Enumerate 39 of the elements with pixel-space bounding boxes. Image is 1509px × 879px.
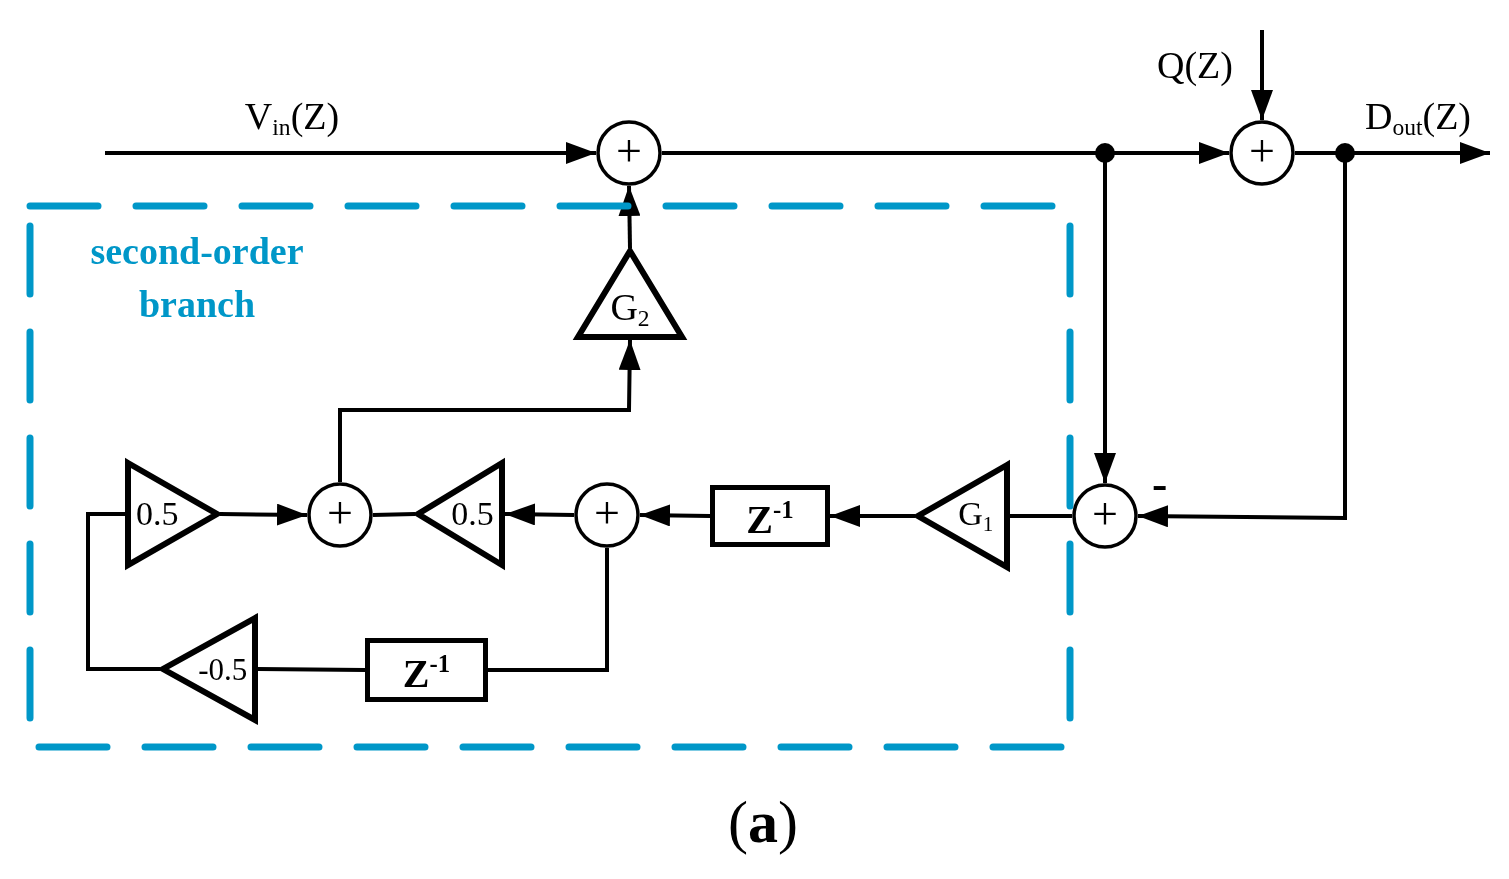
gain-triangle bbox=[915, 462, 1010, 570]
summing-junction bbox=[307, 482, 373, 548]
signal-arrow bbox=[618, 185, 641, 249]
gain-label: 0.5 bbox=[136, 497, 179, 531]
signal-arrow bbox=[830, 505, 915, 527]
delay-block bbox=[710, 485, 830, 547]
gain-label: -0.5 bbox=[198, 653, 248, 685]
gain-label: 0.5 bbox=[451, 497, 494, 531]
signal-line bbox=[488, 548, 609, 672]
plus-sign: + bbox=[594, 490, 620, 536]
plus-sign: + bbox=[327, 490, 353, 536]
gain-label: G$_{1}$ bbox=[958, 497, 994, 535]
delay-label: Z$^{-1}$ bbox=[746, 498, 794, 540]
signal-arrow bbox=[504, 503, 575, 526]
region-heading: second-order branch bbox=[89, 229, 305, 328]
signal-arrow bbox=[219, 503, 308, 526]
plus-sign: + bbox=[1249, 128, 1275, 174]
signal-arrow bbox=[338, 339, 641, 482]
summing-junction bbox=[596, 120, 662, 186]
signal-line bbox=[86, 512, 160, 671]
signal-line bbox=[257, 667, 366, 672]
gain-triangle bbox=[125, 460, 220, 568]
signal-arrow bbox=[639, 504, 711, 527]
signal-line bbox=[1010, 514, 1072, 518]
signal-line bbox=[372, 512, 416, 517]
signal-arrow bbox=[1251, 30, 1273, 120]
summing-junction bbox=[574, 482, 640, 548]
sign-label: - bbox=[1152, 461, 1168, 507]
delay-label: Z$^{-1}$ bbox=[402, 652, 451, 694]
dashed-region bbox=[27, 203, 1073, 750]
delay-block bbox=[365, 638, 488, 702]
plus-sign: + bbox=[616, 128, 642, 174]
summing-junction bbox=[1229, 120, 1295, 186]
gain-triangle bbox=[160, 615, 258, 723]
plus-sign: + bbox=[1092, 491, 1118, 537]
signal-arrow bbox=[105, 142, 596, 164]
gain-triangle bbox=[415, 460, 505, 568]
gain-label: G$_{2}$ bbox=[610, 287, 650, 330]
gain-triangle bbox=[575, 248, 685, 340]
